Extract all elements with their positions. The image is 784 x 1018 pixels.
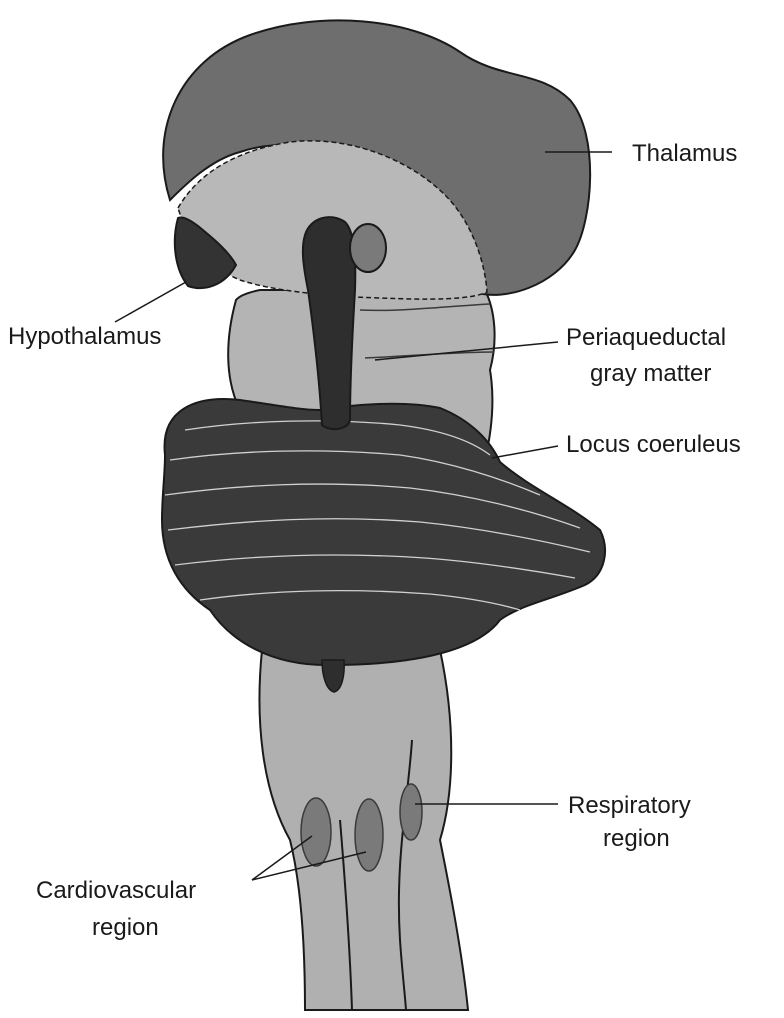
- respiratory-label-line2: region: [603, 825, 670, 852]
- hypothalamus-leader: [115, 282, 186, 322]
- cardiovascular-region-left: [301, 798, 331, 866]
- periaqueductal-label-line2: gray matter: [590, 360, 711, 387]
- locus-coeruleus-leader: [492, 446, 558, 458]
- respiratory-region: [400, 784, 422, 840]
- pons-locus-coeruleus: [162, 399, 605, 665]
- cardiovascular-label-line2: region: [92, 914, 159, 941]
- cardiovascular-region-right: [355, 799, 383, 871]
- thalamus-label: Thalamus: [632, 140, 737, 167]
- locus-coeruleus-label: Locus coeruleus: [566, 431, 741, 458]
- periaqueductal-label-line1: Periaqueductal: [566, 324, 726, 351]
- hypothalamus-label: Hypothalamus: [8, 323, 161, 350]
- periaqueductal-cap: [350, 224, 386, 272]
- respiratory-label-line1: Respiratory: [568, 792, 691, 819]
- cardiovascular-label-line1: Cardiovascular: [36, 877, 196, 904]
